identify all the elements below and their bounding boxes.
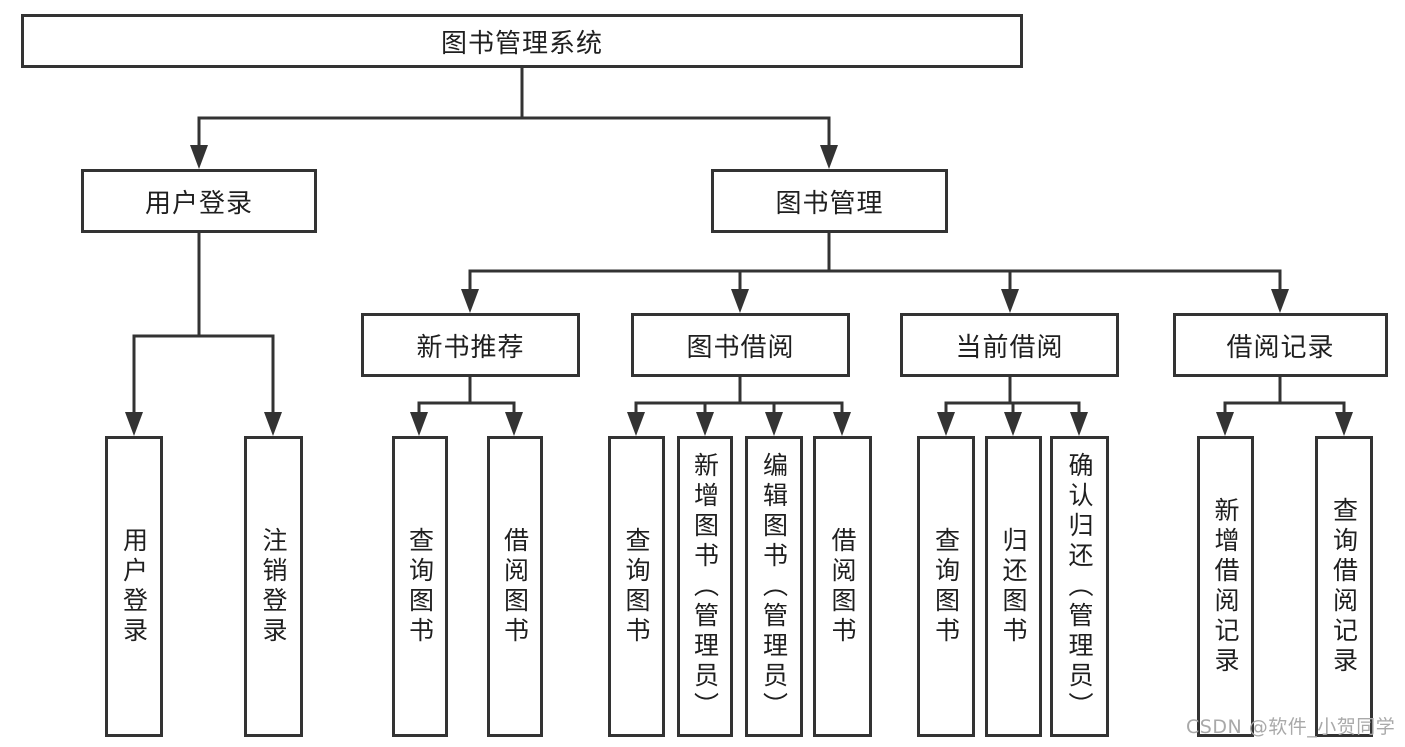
leaf-query-books-under-current: 查询图书: [917, 436, 975, 737]
leaf-edit-books-admin: 编辑图书（管理员）: [745, 436, 803, 737]
arrowhead-down-icon: [937, 412, 955, 436]
node-library-management-system: 图书管理系统: [21, 14, 1023, 68]
leaf-borrow-books-under-recommend: 借阅图书: [487, 436, 543, 737]
node-book-management: 图书管理: [711, 169, 948, 233]
connector-new-book-branch: [410, 377, 523, 436]
arrowhead-down-icon: [505, 412, 523, 436]
arrowhead-down-icon: [410, 412, 428, 436]
connector-user-login-branch: [125, 233, 282, 436]
arrowhead-down-icon: [461, 289, 479, 313]
leaf-confirm-return-admin: 确认归还（管理员）: [1050, 436, 1109, 737]
arrowhead-down-icon: [1004, 412, 1022, 436]
arrowhead-down-icon: [190, 145, 208, 169]
arrowhead-down-icon: [765, 412, 783, 436]
connector-root-to-level2: [190, 68, 838, 169]
leaf-query-books-under-borrowing: 查询图书: [608, 436, 665, 737]
csdn-watermark: CSDN @软件_小贺同学: [1186, 716, 1396, 738]
arrowhead-down-icon: [1070, 412, 1088, 436]
leaf-query-borrow-record: 查询借阅记录: [1315, 436, 1373, 737]
arrowhead-down-icon: [820, 145, 838, 169]
leaf-add-books-admin: 新增图书（管理员）: [677, 436, 733, 737]
node-user-login: 用户登录: [81, 169, 317, 233]
node-book-borrowing: 图书借阅: [631, 313, 850, 377]
arrowhead-down-icon: [1216, 412, 1234, 436]
leaf-user-login: 用户登录: [105, 436, 163, 737]
leaf-borrow-books-under-borrowing: 借阅图书: [813, 436, 872, 737]
arrowhead-down-icon: [731, 289, 749, 313]
leaf-add-borrow-record: 新增借阅记录: [1197, 436, 1254, 737]
arrowhead-down-icon: [627, 412, 645, 436]
arrowhead-down-icon: [264, 412, 282, 436]
node-borrow-records: 借阅记录: [1173, 313, 1388, 377]
node-new-book-recommend: 新书推荐: [361, 313, 580, 377]
connector-borrow-records-branch: [1216, 377, 1353, 436]
leaf-return-books: 归还图书: [985, 436, 1042, 737]
arrowhead-down-icon: [696, 412, 714, 436]
node-current-borrowing: 当前借阅: [900, 313, 1119, 377]
arrowhead-down-icon: [1271, 289, 1289, 313]
leaf-logout-login: 注销登录: [244, 436, 303, 737]
arrowhead-down-icon: [833, 412, 851, 436]
arrowhead-down-icon: [1001, 289, 1019, 313]
connector-book-borrowing-branch: [627, 377, 851, 436]
connector-current-borrowing-branch: [937, 377, 1088, 436]
connector-book-management-branch: [461, 233, 1289, 313]
leaf-query-books-under-recommend: 查询图书: [392, 436, 448, 737]
arrowhead-down-icon: [1335, 412, 1353, 436]
arrowhead-down-icon: [125, 412, 143, 436]
